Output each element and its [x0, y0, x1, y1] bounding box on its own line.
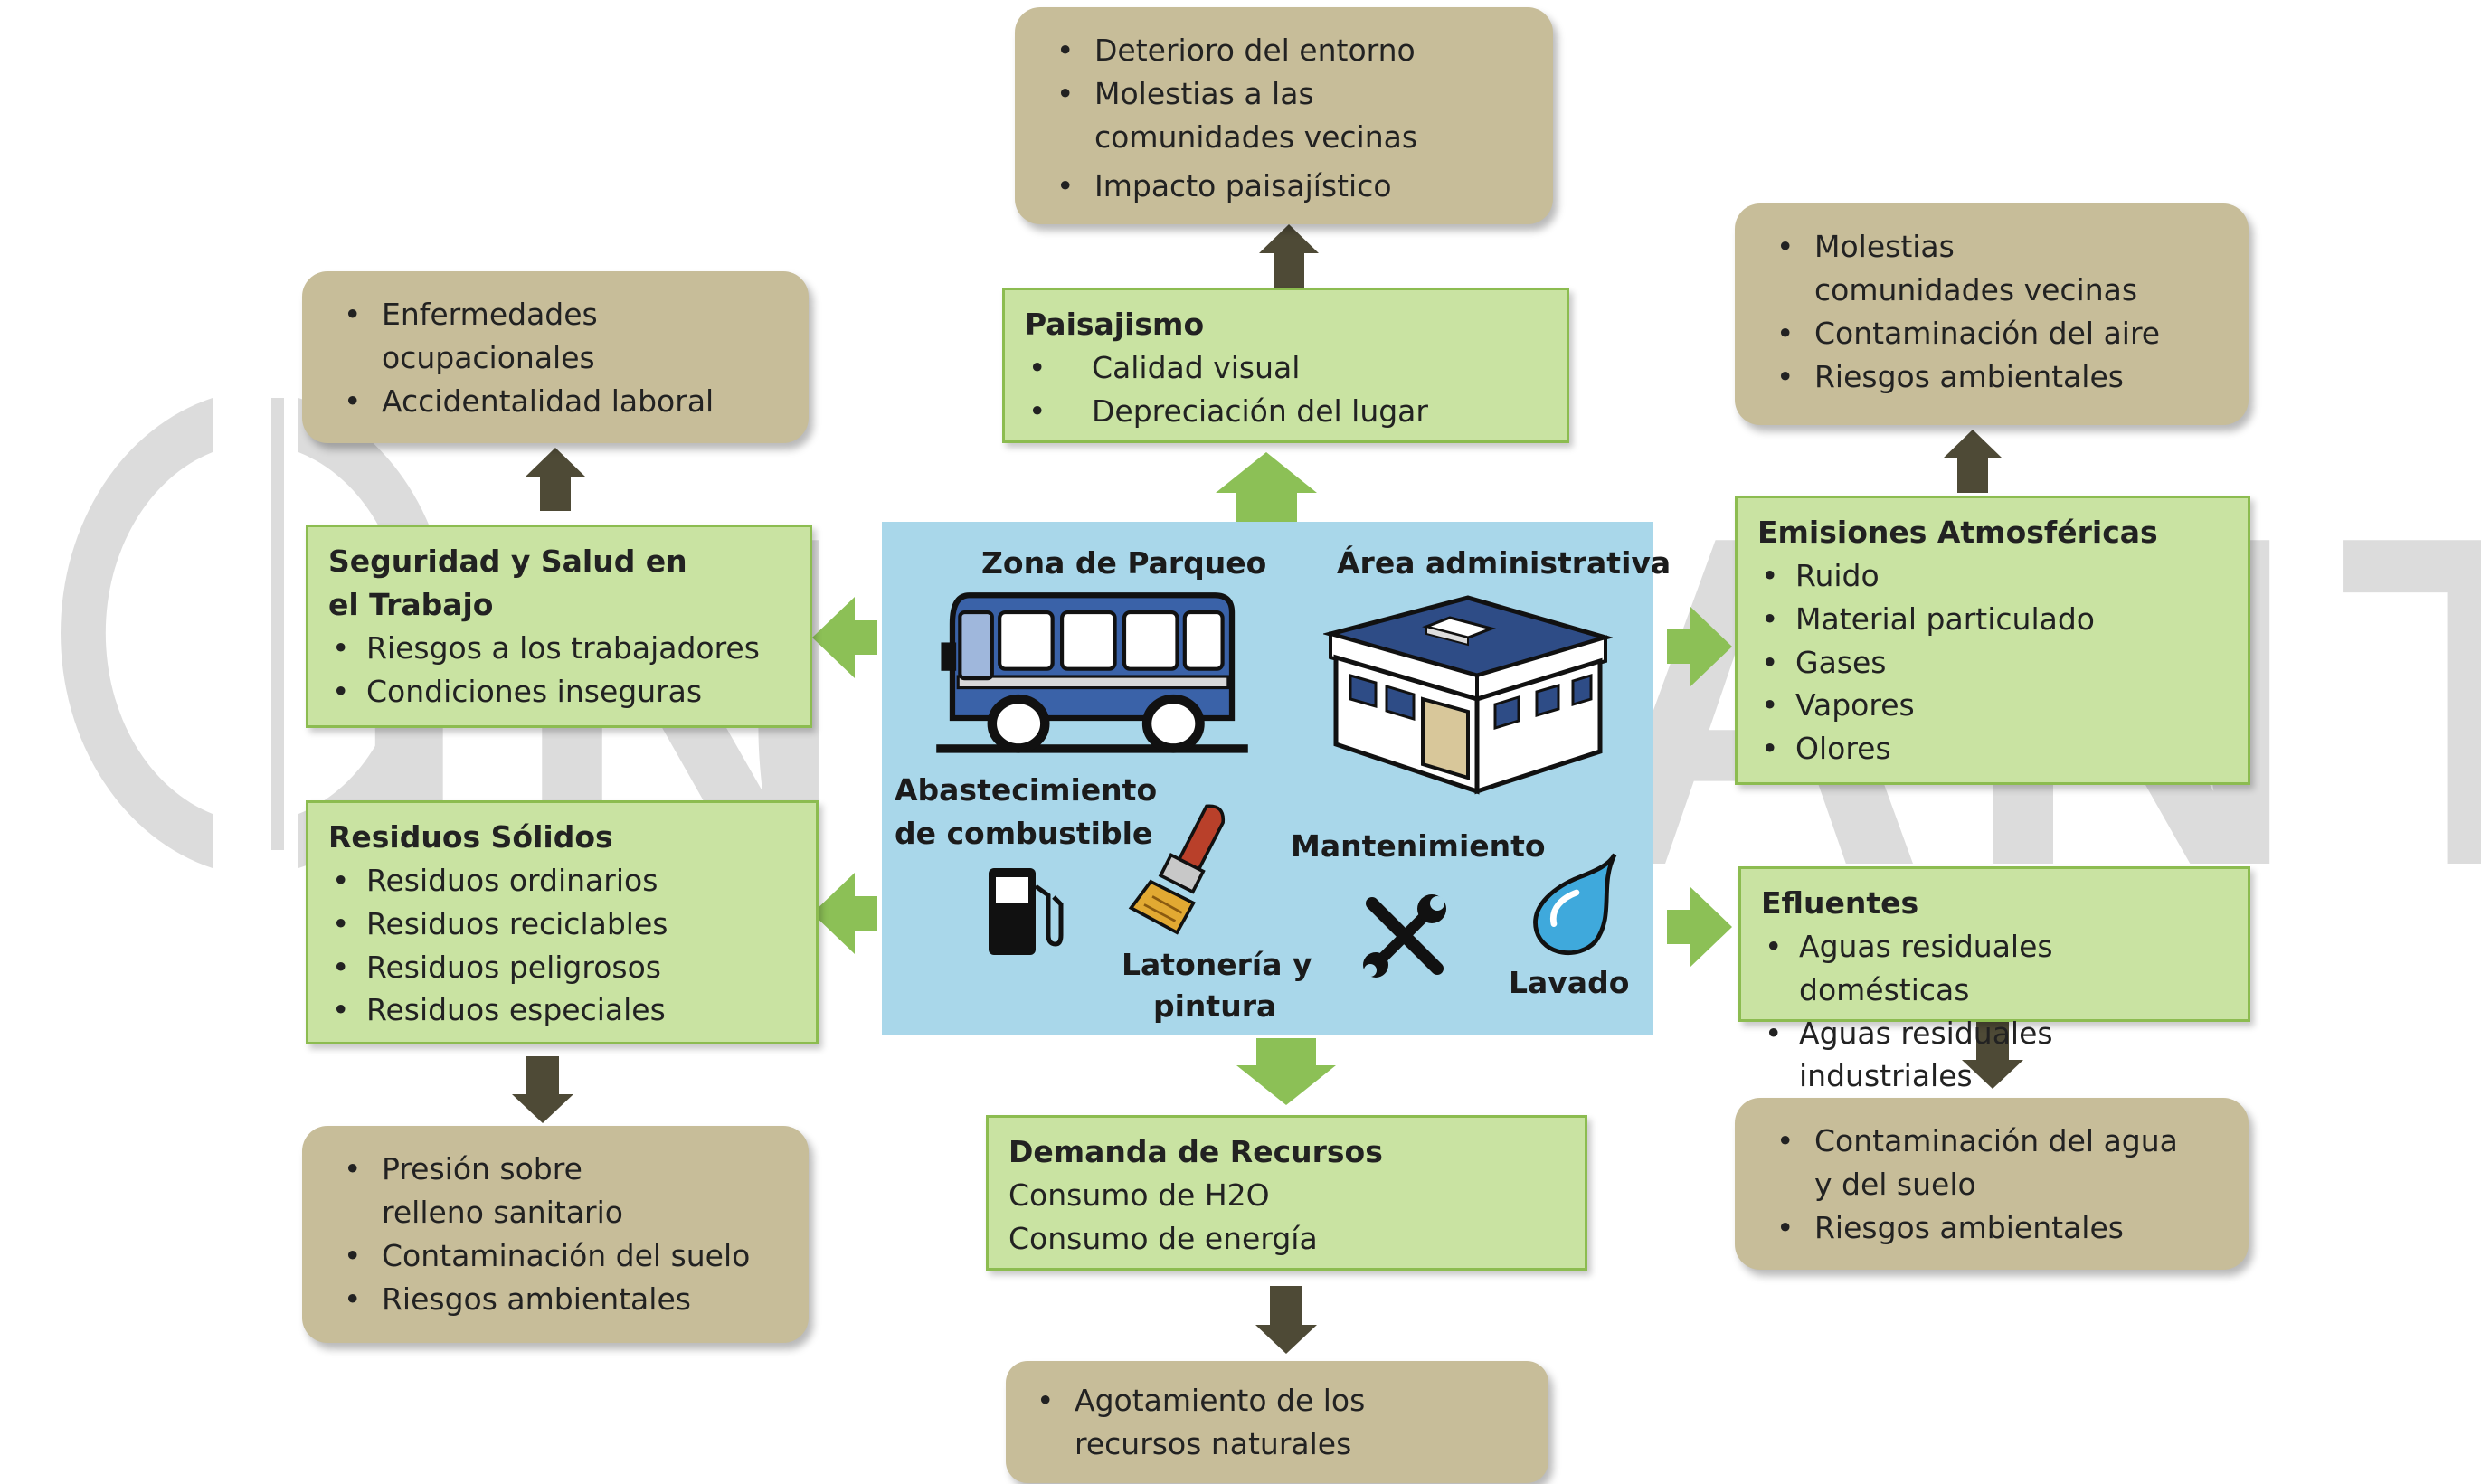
- list-item: Contaminación del aire: [1773, 312, 2216, 355]
- list-item: Aguas residuales industriales: [1761, 1012, 2228, 1099]
- list-item: Aguas residuales domésticas: [1761, 925, 2228, 1012]
- list-item: Impacto paisajístico: [1053, 165, 1520, 208]
- building-icon: [1323, 595, 1613, 795]
- bus-icon: [936, 592, 1248, 753]
- list-item: Calidad visual: [1025, 346, 1547, 390]
- arrow-to-emisiones: [1667, 606, 1732, 687]
- arrow-to-efluentes: [1667, 886, 1732, 968]
- list-item: Olores: [1757, 727, 2228, 770]
- area-administrativa-label: Área administrativa: [1337, 545, 1671, 581]
- arrow-to-seguridad: [812, 597, 877, 678]
- demanda-box: Demanda de Recursos Consumo de H2O Consu…: [986, 1115, 1587, 1271]
- list-item: Accidentalidad laboral: [340, 380, 776, 423]
- list-item: Depreciación del lugar: [1025, 390, 1547, 433]
- demanda-impacts-box: Agotamiento de los recursos naturales: [1006, 1361, 1548, 1483]
- list-item: Vapores: [1757, 684, 2228, 727]
- paint-brush-icon: [1128, 804, 1226, 935]
- paisajismo-box: Paisajismo Calidad visual Depreciación d…: [1002, 288, 1569, 443]
- seguridad-impacts-box: Enfermedades ocupacionales Accidentalida…: [302, 271, 809, 443]
- watermark-logo-arc: [61, 398, 213, 868]
- list-item: Deterioro del entorno: [1053, 29, 1520, 72]
- list-item: Residuos especiales: [328, 988, 796, 1032]
- emisiones-box: Emisiones Atmosféricas Ruido Material pa…: [1735, 496, 2250, 785]
- list-item: Molestias a las comunidades vecinas: [1053, 72, 1520, 159]
- list-item: Enfermedades ocupacionales: [340, 293, 776, 380]
- paisajismo-impacts-box: Deterioro del entorno Molestias a las co…: [1015, 7, 1553, 224]
- mantenimiento-label: Mantenimiento: [1291, 828, 1546, 864]
- list-item: Contaminación del suelo: [340, 1234, 776, 1278]
- tools-icon: [1363, 894, 1446, 978]
- arrow-residuos-impact: [512, 1056, 573, 1123]
- list-item: Riesgos ambientales: [1773, 355, 2216, 399]
- list-item: Residuos ordinarios: [328, 859, 796, 903]
- list-item: Presión sobre relleno sanitario: [340, 1148, 776, 1234]
- arrow-seguridad-impact: [526, 448, 585, 511]
- list-item: Contaminación del agua y del suelo: [1773, 1120, 2216, 1206]
- list-item: Molestias comunidades vecinas: [1773, 225, 2216, 312]
- efluentes-title: Efluentes: [1761, 885, 1919, 921]
- list-item: Gases: [1757, 641, 2228, 685]
- seguridad-title: Seguridad y Salud en el Trabajo: [328, 544, 687, 622]
- residuos-box: Residuos Sólidos Residuos ordinarios Res…: [306, 800, 819, 1044]
- list-item: Riesgos ambientales: [1773, 1206, 2216, 1250]
- list-item: Condiciones inseguras: [328, 670, 790, 714]
- seguridad-box: Seguridad y Salud en el Trabajo Riesgos …: [306, 525, 812, 728]
- list-item: Residuos reciclables: [328, 903, 796, 946]
- list-item: Material particulado: [1757, 598, 2228, 641]
- zona-parqueo-label: Zona de Parqueo: [981, 545, 1267, 581]
- efluentes-impacts-box: Contaminación del agua y del suelo Riesg…: [1735, 1098, 2249, 1270]
- residuos-title: Residuos Sólidos: [328, 819, 613, 855]
- emisiones-title: Emisiones Atmosféricas: [1757, 515, 2158, 550]
- list-item: Riesgos ambientales: [340, 1278, 776, 1321]
- demanda-line: Consumo de H2O: [1008, 1177, 1270, 1213]
- list-item: Riesgos a los trabajadores: [328, 627, 790, 670]
- arrow-emisiones-impact: [1943, 430, 2003, 493]
- arrow-demanda-impact: [1255, 1286, 1317, 1354]
- list-item: Residuos peligrosos: [328, 946, 796, 989]
- residuos-impacts-box: Presión sobre relleno sanitario Contamin…: [302, 1126, 809, 1343]
- combustible-label-line1: Abastecimiento: [895, 772, 1158, 808]
- list-item: Ruido: [1757, 554, 2228, 598]
- fuel-pump-icon: [989, 868, 1064, 955]
- arrow-to-paisajismo: [1216, 452, 1317, 522]
- arrow-to-demanda: [1236, 1038, 1336, 1105]
- center-panel-facilities: Zona de Parqueo Área administrativa Abas…: [882, 522, 1671, 1035]
- latoneria-label-line2: pintura: [1153, 988, 1277, 1024]
- paisajismo-title: Paisajismo: [1025, 307, 1205, 342]
- efluentes-box: Efluentes Aguas residuales domésticas Ag…: [1738, 866, 2250, 1093]
- demanda-line: Consumo de energía: [1008, 1220, 1318, 1256]
- lavado-label: Lavado: [1509, 965, 1630, 1000]
- combustible-label-line2: de combustible: [895, 816, 1153, 851]
- water-drop-icon: [1533, 853, 1617, 956]
- arrow-to-residuos: [812, 873, 877, 954]
- emisiones-impacts-box: Molestias comunidades vecinas Contaminac…: [1735, 203, 2249, 425]
- demanda-title: Demanda de Recursos: [1008, 1134, 1383, 1169]
- list-item: Agotamiento de los recursos naturales: [1033, 1379, 1516, 1466]
- arrow-paisajismo-impact: [1259, 224, 1319, 288]
- latoneria-label-line1: Latonería y: [1122, 947, 1312, 982]
